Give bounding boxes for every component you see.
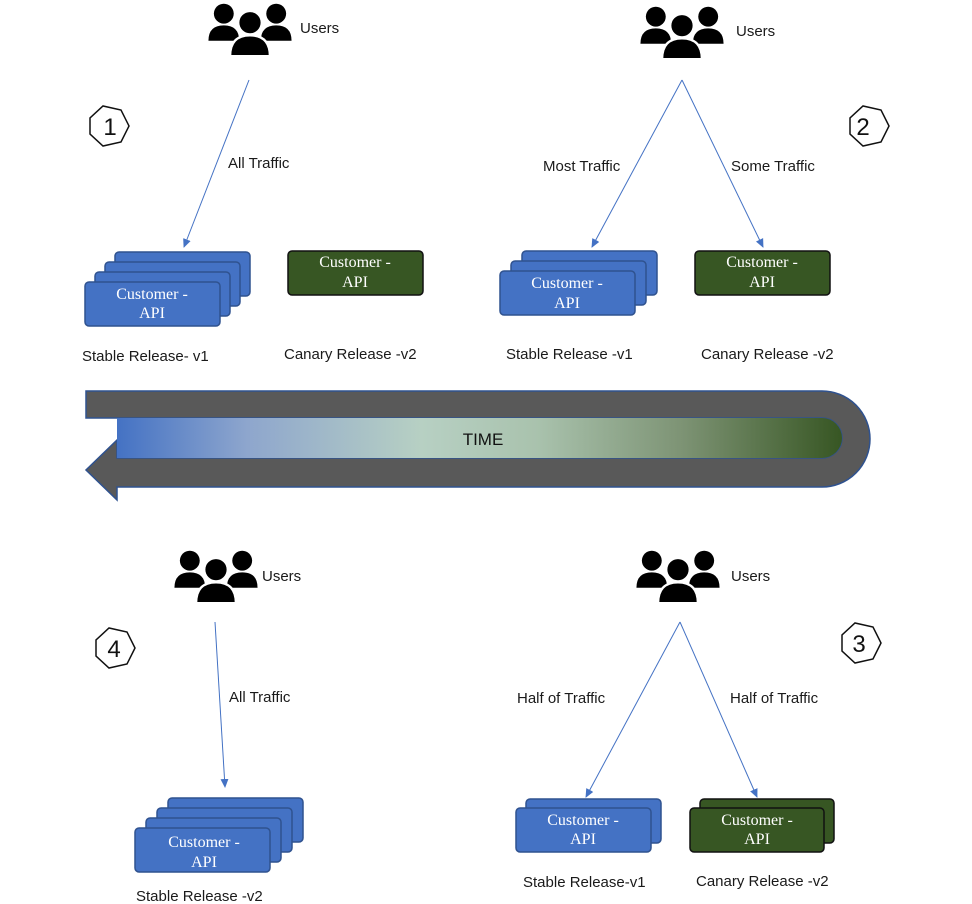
users-label: Users xyxy=(262,568,301,585)
users-label: Users xyxy=(736,23,775,40)
canary-release-caption: Canary Release -v2 xyxy=(701,346,834,363)
traffic-label-right: Half of Traffic xyxy=(730,690,819,707)
traffic-label: All Traffic xyxy=(228,155,290,172)
users-label: Users xyxy=(731,568,770,585)
step-2: Users 2 Most Traffic Some Traffic Custom… xyxy=(499,5,890,363)
box-label-line2: API xyxy=(570,831,596,848)
box-label-line1: Customer - xyxy=(726,254,798,271)
box-label-line1: Customer - xyxy=(319,254,391,271)
box-label-line1: Customer - xyxy=(721,812,793,829)
step-badge-1 xyxy=(89,105,130,147)
traffic-arrow-right xyxy=(681,79,764,248)
box-label-line1: Customer - xyxy=(531,275,603,292)
box-label-line2: API xyxy=(342,274,368,291)
canary-box-front xyxy=(689,807,825,853)
stable-release-stack: Customer - API xyxy=(515,798,662,853)
canary-release-box: Customer - API xyxy=(694,250,831,296)
step-badge-2 xyxy=(849,105,890,147)
step-badge-3 xyxy=(841,622,882,664)
box-label-line1: Customer - xyxy=(116,286,188,303)
box-label-line2: API xyxy=(749,274,775,291)
box-label-line1: Customer - xyxy=(168,834,240,851)
stable-box-front xyxy=(515,807,652,853)
stable-release-caption: Stable Release- v1 xyxy=(82,348,209,365)
users-icon xyxy=(174,549,258,604)
canary-box xyxy=(287,250,424,296)
canary-release-box: Customer - API xyxy=(287,250,424,296)
stable-release-caption: Stable Release-v1 xyxy=(523,874,646,891)
canary-release-stack: Customer - API xyxy=(689,798,835,853)
time-gradient-bar xyxy=(117,418,842,458)
step-number-4: 4 xyxy=(107,636,120,663)
traffic-label-right: Some Traffic xyxy=(731,158,815,175)
step-4: Users 4 All Traffic Customer - API Stabl… xyxy=(95,549,304,904)
traffic-label-left: Most Traffic xyxy=(543,158,621,175)
box-label-line2: API xyxy=(191,854,217,871)
stable-release-caption: Stable Release -v2 xyxy=(136,888,263,904)
traffic-arrow xyxy=(183,79,250,248)
box-label-line2: API xyxy=(554,295,580,312)
step-1: Users 1 All Traffic Customer - API Custo… xyxy=(82,2,424,365)
traffic-arrow-left xyxy=(585,621,681,798)
traffic-label-left: Half of Traffic xyxy=(517,690,606,707)
step-number-1: 1 xyxy=(103,114,116,141)
step-number-2: 2 xyxy=(856,114,869,141)
users-label: Users xyxy=(300,20,339,37)
step-3: Users 3 Half of Traffic Half of Traffic … xyxy=(515,549,882,891)
box-label-line1: Customer - xyxy=(547,812,619,829)
users-icon xyxy=(208,2,292,57)
traffic-label: All Traffic xyxy=(229,689,291,706)
time-arrow: TIME xyxy=(84,390,871,502)
canary-release-caption: Canary Release -v2 xyxy=(696,873,829,890)
canary-release-caption: Canary Release -v2 xyxy=(284,346,417,363)
stable-release-stack: Customer - API xyxy=(84,251,251,327)
traffic-arrow xyxy=(214,621,229,788)
stable-box-front xyxy=(84,281,221,327)
stable-release-stack: Customer - API xyxy=(134,797,304,873)
stable-box-front xyxy=(134,827,271,873)
step-badge-4 xyxy=(95,627,136,669)
traffic-arrow-right xyxy=(679,621,758,798)
users-icon xyxy=(640,5,724,60)
box-label-line2: API xyxy=(744,831,770,848)
time-label: TIME xyxy=(463,430,504,449)
stable-box-front xyxy=(499,270,636,316)
box-label-line2: API xyxy=(139,305,165,322)
stable-release-stack: Customer - API xyxy=(499,250,658,316)
canary-box xyxy=(694,250,831,296)
stable-release-caption: Stable Release -v1 xyxy=(506,346,633,363)
step-number-3: 3 xyxy=(852,631,865,658)
traffic-arrow-left xyxy=(591,79,683,248)
users-icon xyxy=(636,549,720,604)
